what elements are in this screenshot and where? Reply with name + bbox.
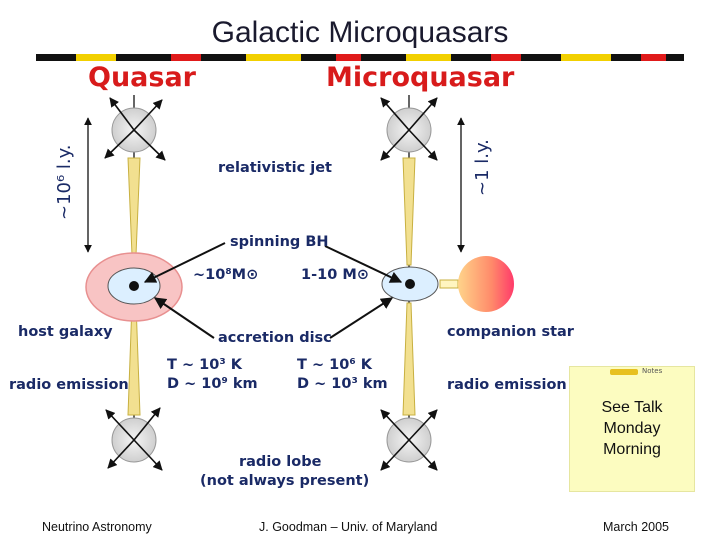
sticky-note: Notes See Talk Monday Morning: [569, 366, 695, 492]
companion-star: [458, 256, 514, 312]
quasar-mass-label: ~10⁸M⊙: [193, 267, 259, 283]
not-always-present-label: (not always present): [200, 473, 370, 489]
note-line: Morning: [603, 441, 661, 458]
accretion-disc-label: accretion disc: [218, 330, 332, 346]
microquasar-scale-label: ~1 l.y.: [472, 139, 493, 196]
micro-temperature: T ~ 10⁶ K: [297, 357, 372, 373]
micro-disc-size: D ~ 10³ km: [297, 376, 388, 392]
quasar-scale-label: ~10⁶ l.y.: [54, 144, 75, 220]
radio-lobe-label: radio lobe: [239, 454, 322, 470]
note-tag-icon: [610, 369, 638, 375]
footer-right: March 2005: [603, 520, 670, 534]
companion-star-label: companion star: [447, 324, 574, 340]
note-text: See Talk Monday Morning: [570, 397, 694, 460]
quasar-heading: Quasar: [88, 62, 196, 93]
micro-mass-label: 1-10 M⊙: [301, 267, 369, 283]
microquasar-structure: [380, 95, 514, 471]
note-tag-text: Notes: [642, 367, 663, 375]
footer-left: Neutrino Astronomy: [42, 520, 152, 534]
radio-emission-left-label: radio emission: [9, 377, 129, 393]
spinning-bh-label: spinning BH: [230, 234, 329, 250]
quasar-black-hole: [129, 281, 139, 291]
quasar-temperature: T ~ 10³ K: [167, 357, 242, 373]
host-galaxy-label: host galaxy: [18, 324, 113, 340]
micro-black-hole: [405, 279, 415, 289]
quasar-disc-size: D ~ 10⁹ km: [167, 376, 258, 392]
relativistic-jet-label: relativistic jet: [218, 160, 332, 176]
note-line: See Talk: [601, 399, 663, 416]
microquasar-heading: Microquasar: [326, 62, 515, 93]
pointer-arrows: [143, 242, 403, 339]
quasar-structure: [84, 95, 183, 471]
slide-title: Galactic Microquasars: [211, 16, 509, 49]
footer-center: J. Goodman – Univ. of Maryland: [259, 520, 438, 534]
note-line: Monday: [603, 420, 661, 437]
header-stripe: [36, 54, 684, 61]
radio-emission-right-label: radio emission: [447, 377, 567, 393]
